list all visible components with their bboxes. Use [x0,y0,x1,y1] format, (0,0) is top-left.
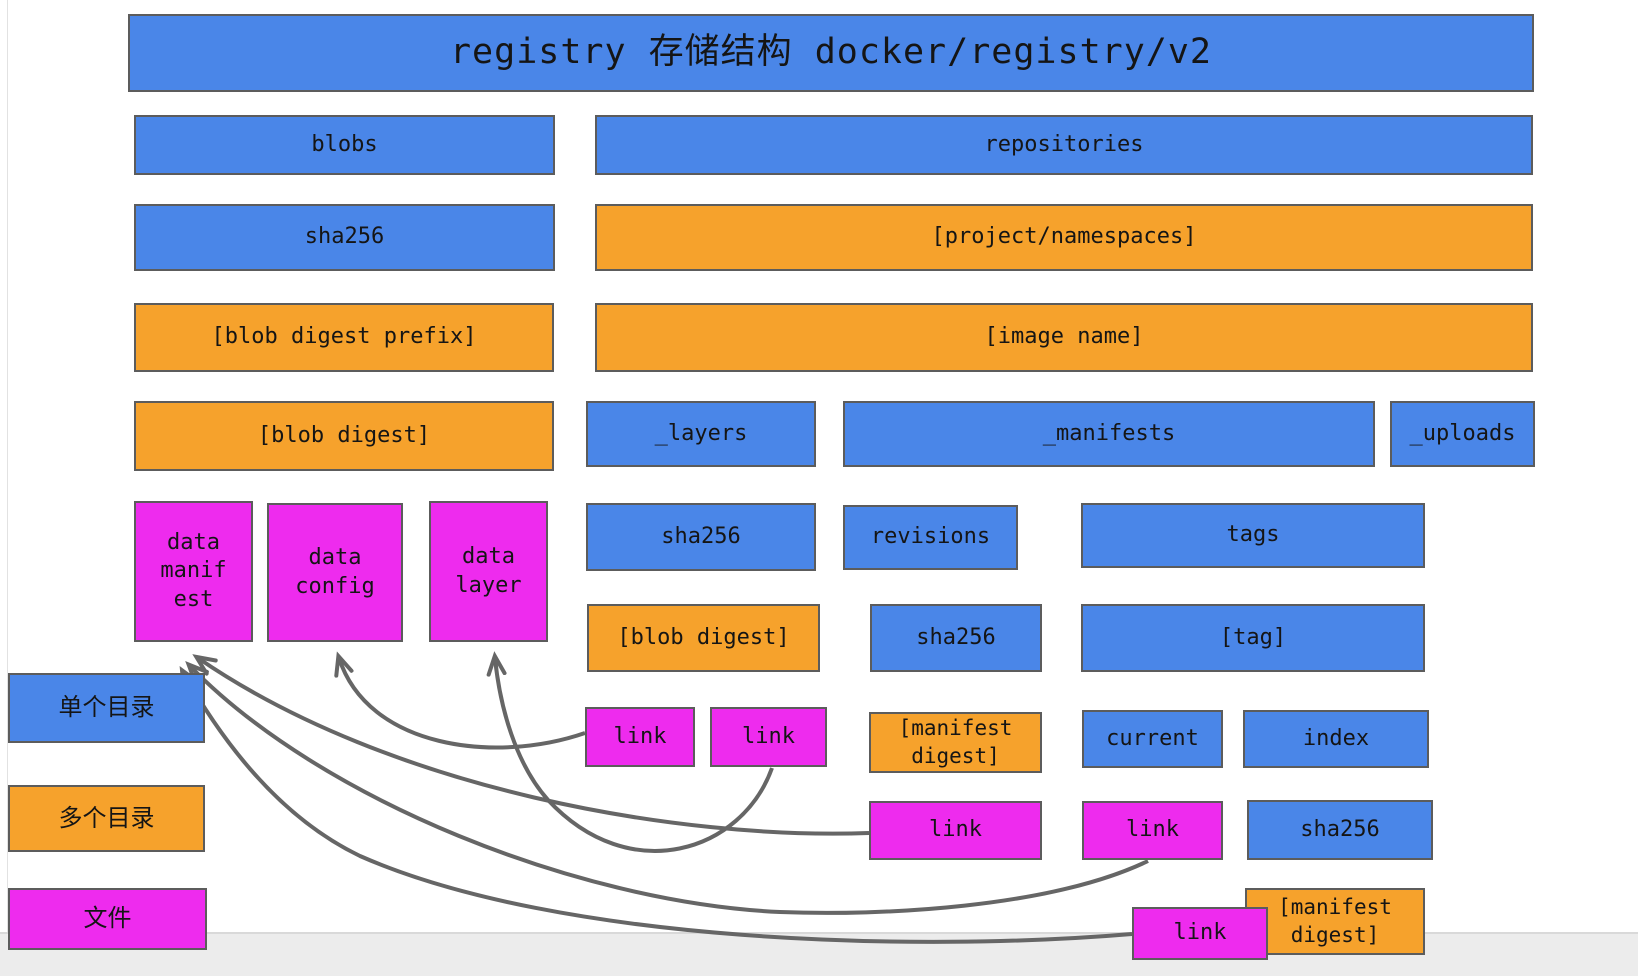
node-sha256-blobs: sha256 [134,204,555,271]
node-tags: tags [1081,503,1425,568]
node-tag: [tag] [1081,604,1425,672]
node-image-name: [image name] [595,303,1533,372]
node-sha256-revisions: sha256 [870,604,1042,672]
node-sha256-layers: sha256 [586,503,816,571]
node-blob-digest: [blob digest] [134,401,554,471]
node-manifests: _manifests [843,401,1375,467]
window-left-edge [7,0,8,976]
node-link-index: link [1132,907,1268,960]
diagram-title: registry 存储结构 docker/registry/v2 [128,14,1534,92]
node-data-layer: data layer [429,501,548,642]
node-manifest-digest-revisions: [manifest digest] [869,712,1042,773]
node-repositories: repositories [595,115,1533,175]
node-sha256-index: sha256 [1247,800,1433,860]
node-index: index [1243,710,1429,768]
node-revisions: revisions [843,505,1018,570]
node-manifest-digest-index: [manifest digest] [1245,888,1425,955]
node-layers: _layers [586,401,816,467]
node-blobs: blobs [134,115,555,175]
node-data-manifest: data manif est [134,501,253,642]
node-link-revisions: link [869,801,1042,860]
node-data-config: data config [267,503,403,642]
node-link-current: link [1082,801,1223,860]
node-blob-digest-prefix: [blob digest prefix] [134,303,554,372]
legend-file: 文件 [8,888,207,950]
node-link-layers-1: link [585,707,695,767]
node-uploads: _uploads [1390,401,1535,467]
node-current: current [1082,710,1223,768]
legend-single-directory: 单个目录 [8,673,205,743]
legend-multiple-directories: 多个目录 [8,785,205,852]
node-project-namespaces: [project/namespaces] [595,204,1533,271]
arrow-layers-link1-to-data-config [334,651,586,750]
node-link-layers-2: link [710,707,827,767]
node-blob-digest-layers: [blob digest] [587,604,820,672]
arrow-current-link-to-data-manifest [185,661,1149,915]
